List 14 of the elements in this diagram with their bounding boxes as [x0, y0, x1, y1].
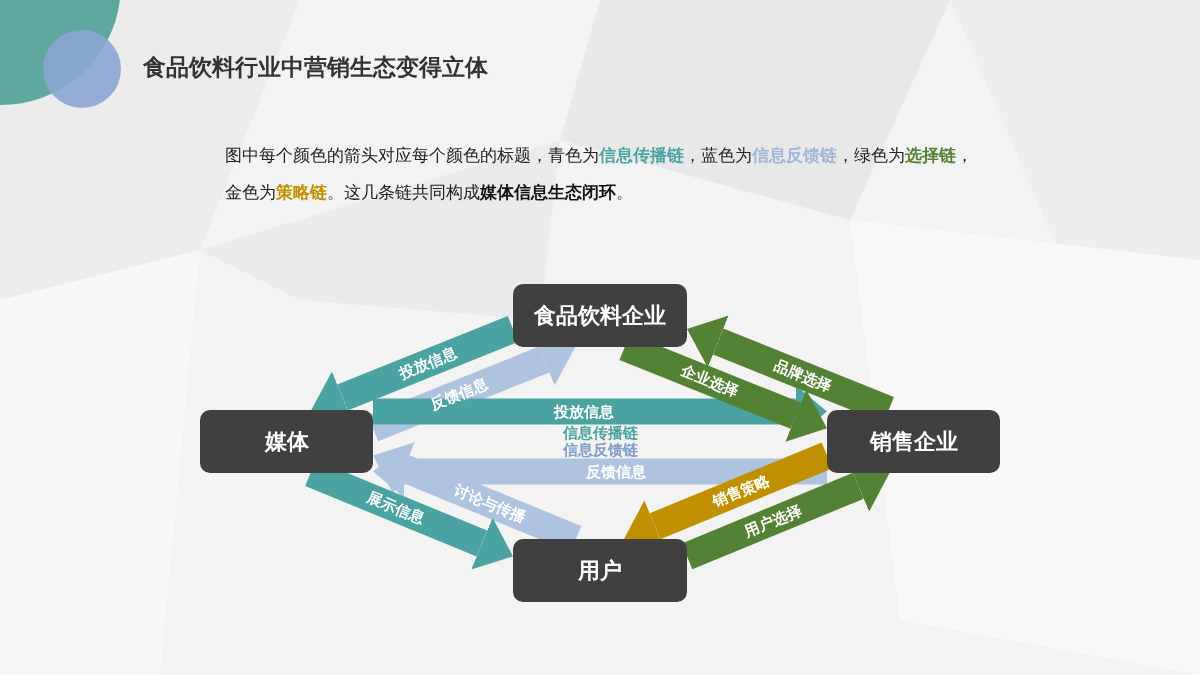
edge-label: 反馈信息 — [585, 462, 646, 481]
description-text: 图中每个颜色的箭头对应每个颜色的标题，青色为信息传播链，蓝色为信息反馈链，绿色为选择链，金色为策略链。这几条链共同构成媒体信息生态闭环。 — [225, 144, 974, 204]
edge-label: 讨论与传播 — [451, 481, 529, 527]
chain-label: 信息反馈链 — [562, 442, 638, 458]
chain-label: 信息传播链 — [562, 425, 638, 441]
edge-label: 投放信息 — [554, 402, 615, 421]
process-box: 食品饮料企业 — [513, 284, 687, 347]
process-box: 媒体 — [200, 410, 373, 473]
title: 食品饮料行业中营销生态变得立体 — [143, 53, 488, 82]
process-box: 用户 — [513, 539, 687, 602]
edge-label: 展示信息 — [365, 488, 428, 528]
edge-label: 品牌选择 — [772, 356, 835, 396]
edge-label: 企业选择 — [679, 361, 742, 401]
process-box: 销售企业 — [827, 410, 1000, 473]
